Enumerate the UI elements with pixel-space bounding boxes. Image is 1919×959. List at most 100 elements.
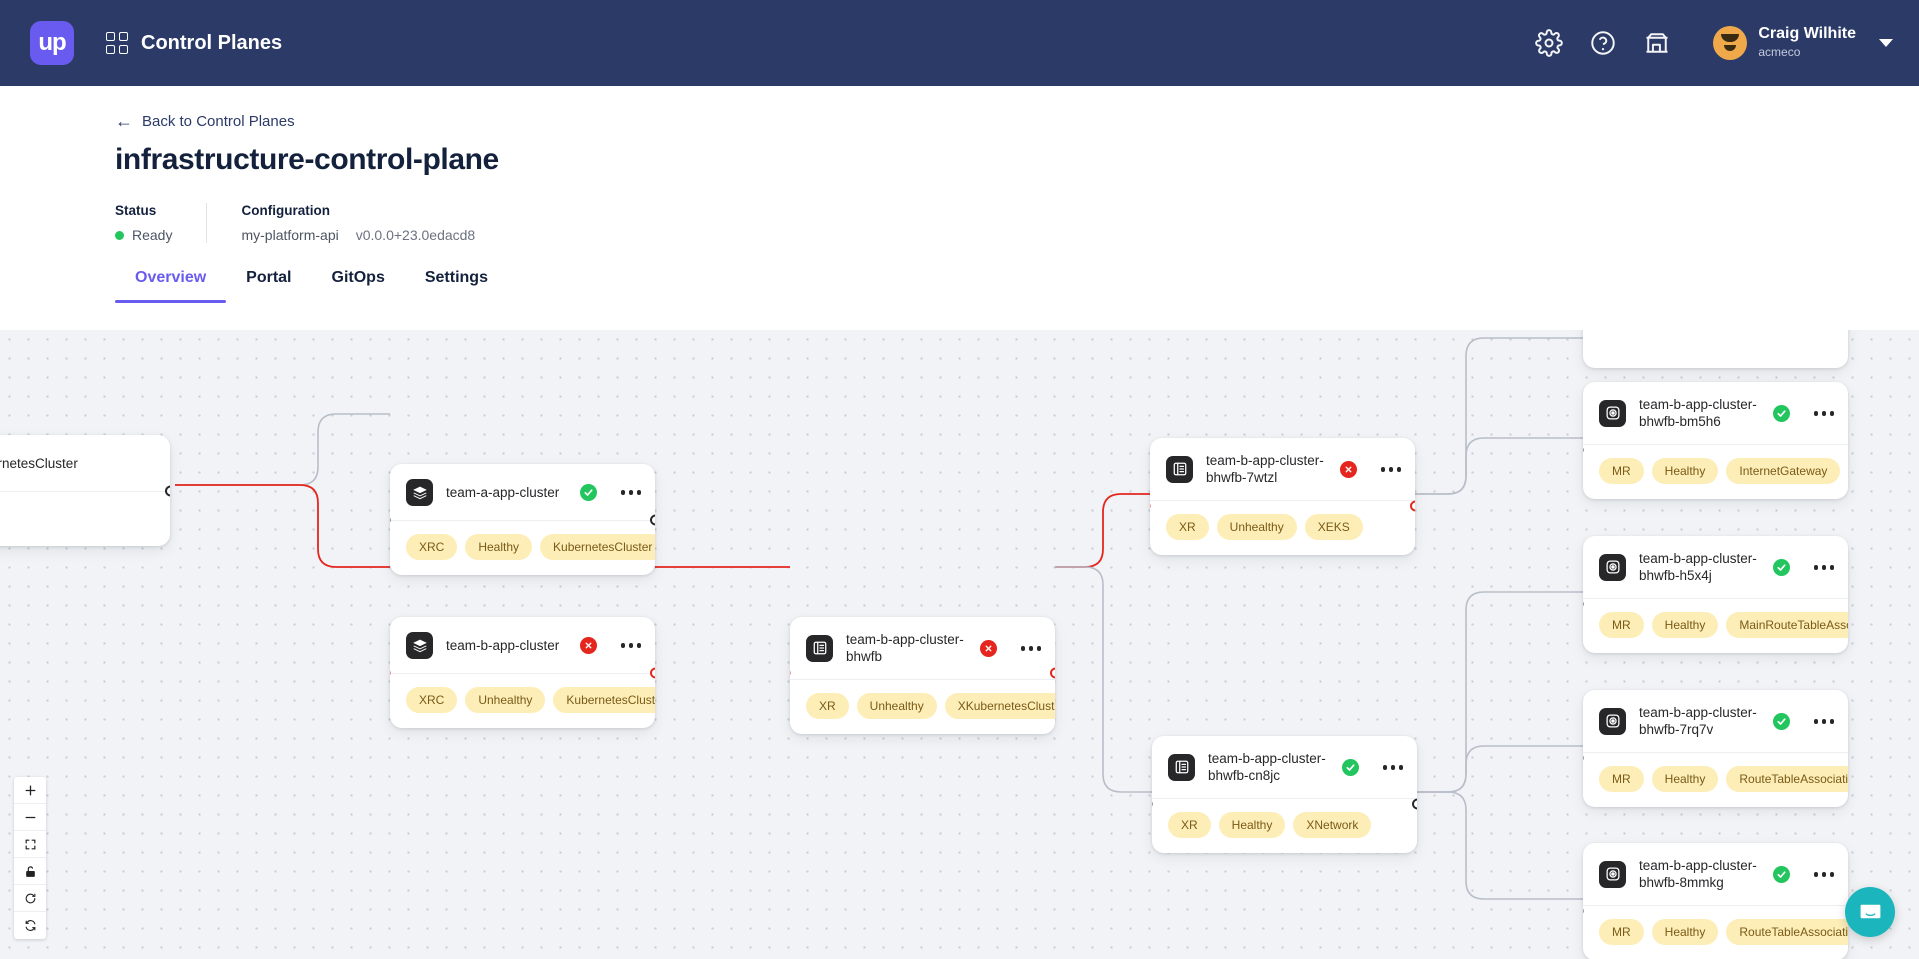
up-logo[interactable]: up bbox=[30, 21, 74, 65]
control-planes-nav[interactable]: Control Planes bbox=[106, 32, 282, 55]
node-label: team-b-app-cluster-bhwfb-8mmkg bbox=[1639, 858, 1757, 891]
node-handle-right[interactable] bbox=[1411, 798, 1417, 810]
refresh-button[interactable] bbox=[14, 885, 46, 912]
node-badges: MR Healthy RouteTableAssociation bbox=[1583, 751, 1848, 807]
status-healthy-icon bbox=[1772, 558, 1790, 576]
badge: KubernetesCluster bbox=[553, 687, 655, 713]
gear-icon[interactable] bbox=[1535, 29, 1564, 57]
help-icon[interactable] bbox=[1589, 29, 1617, 57]
top-navigation-bar: up Control Planes bbox=[0, 0, 1919, 86]
node-more-menu-button[interactable] bbox=[1020, 646, 1041, 651]
fit-view-button[interactable] bbox=[14, 831, 46, 858]
node-more-menu-button[interactable] bbox=[1813, 719, 1834, 724]
zoom-out-button[interactable] bbox=[14, 804, 46, 831]
chevron-down-icon[interactable] bbox=[1879, 38, 1893, 47]
avatar bbox=[1713, 25, 1748, 60]
graph-node-kubernetescluster[interactable]: KubernetesClusterAPI bbox=[0, 435, 170, 546]
back-to-control-planes-link[interactable]: ← Back to Control Planes bbox=[115, 112, 295, 130]
badge: MR bbox=[1599, 457, 1644, 484]
node-more-menu-button[interactable] bbox=[1813, 411, 1834, 416]
tab-gitops[interactable]: GitOps bbox=[331, 269, 385, 286]
configuration-value: my-platform-api v0.0.0+23.0edacd8 bbox=[241, 227, 475, 243]
user-menu[interactable]: Craig Wilhite acmeco bbox=[1713, 25, 1893, 61]
status-value: Ready bbox=[132, 227, 173, 243]
badge: MR bbox=[1599, 918, 1644, 945]
badge: XNetwork bbox=[1293, 811, 1372, 838]
resource-icon bbox=[806, 634, 833, 662]
node-label: team-b-app-cluster-bhwfb-cn8jc bbox=[1208, 751, 1326, 784]
status-block: Status Ready bbox=[115, 203, 206, 243]
tab-portal[interactable]: Portal bbox=[246, 269, 292, 286]
badge: Healthy bbox=[1218, 811, 1286, 838]
status-label: Status bbox=[115, 203, 157, 218]
arrow-left-icon: ← bbox=[115, 111, 133, 131]
tab-bar: Overview Portal GitOps Settings bbox=[0, 269, 1919, 303]
tab-settings[interactable]: Settings bbox=[424, 269, 488, 286]
page-title: infrastructure-control-plane bbox=[115, 143, 499, 176]
badge: KubernetesCluster bbox=[540, 534, 655, 560]
node-label: KubernetesCluster bbox=[0, 455, 78, 471]
node-handle-right[interactable] bbox=[1049, 667, 1055, 679]
lock-button[interactable] bbox=[14, 858, 46, 885]
status-healthy-icon bbox=[1772, 404, 1790, 422]
graph-node-team-b-app-cluster-bhwfb-clipped[interactable] bbox=[1583, 330, 1848, 368]
page-header: ← Back to Control Planes infrastructure-… bbox=[0, 86, 1919, 243]
status-healthy-icon bbox=[1341, 758, 1359, 776]
node-handle-right[interactable] bbox=[164, 485, 170, 497]
node-header: team-b-app-cluster-bhwfb-bm5h6 bbox=[1583, 382, 1848, 444]
layers-icon bbox=[406, 632, 433, 659]
node-badges: MRHealthyMainRouteTableAssociation bbox=[1583, 597, 1848, 653]
configuration-name: my-platform-api bbox=[241, 227, 339, 243]
node-handle-right[interactable] bbox=[649, 667, 655, 679]
node-more-menu-button[interactable] bbox=[1380, 467, 1401, 472]
control-plane-meta: Status Ready Configuration my-platform-a… bbox=[115, 203, 1919, 243]
zoom-in-button[interactable] bbox=[14, 777, 46, 804]
node-handle-right[interactable] bbox=[649, 514, 655, 526]
node-more-menu-button[interactable] bbox=[620, 490, 641, 495]
graph-edges bbox=[175, 337, 1583, 900]
node-header: team-b-app-cluster-bhwfb bbox=[790, 617, 1055, 679]
user-name: Craig Wilhite bbox=[1758, 24, 1856, 42]
status-unhealthy-icon bbox=[979, 639, 997, 657]
target-icon bbox=[1599, 399, 1626, 427]
node-handle-right[interactable] bbox=[1409, 500, 1415, 512]
chat-launcher-button[interactable] bbox=[1845, 887, 1895, 937]
status-unhealthy-icon bbox=[579, 637, 597, 654]
marketplace-icon[interactable] bbox=[1643, 29, 1671, 57]
node-header: team-b-app-cluster bbox=[390, 617, 655, 673]
node-label: team-b-app-cluster bbox=[446, 637, 560, 653]
chat-icon bbox=[1860, 904, 1880, 918]
target-icon bbox=[1599, 553, 1626, 581]
badge: Healthy bbox=[1651, 765, 1719, 792]
badge: RouteTableAssociation bbox=[1726, 765, 1848, 792]
configuration-block: Configuration my-platform-api v0.0.0+23.… bbox=[206, 203, 509, 243]
badge: MR bbox=[1599, 765, 1644, 792]
resource-graph-canvas[interactable]: KubernetesClusterAPIteam-a-app-clusterXR… bbox=[0, 330, 1919, 959]
badge: Healthy bbox=[465, 534, 533, 560]
node-more-menu-button[interactable] bbox=[1813, 565, 1834, 570]
node-label: team-b-app-cluster-bhwfb-7wtzl bbox=[1206, 453, 1324, 486]
badge: Healthy bbox=[1651, 611, 1719, 638]
node-more-menu-button[interactable] bbox=[1813, 872, 1834, 877]
configuration-version: v0.0.0+23.0edacd8 bbox=[355, 227, 476, 243]
resource-icon bbox=[1168, 753, 1195, 781]
status-healthy-icon bbox=[579, 484, 597, 501]
tab-overview[interactable]: Overview bbox=[115, 269, 227, 303]
node-header: team-b-app-cluster-bhwfb-8mmkg bbox=[1583, 843, 1848, 905]
node-more-menu-button[interactable] bbox=[1382, 765, 1403, 770]
node-more-menu-button[interactable] bbox=[620, 643, 641, 648]
node-label: team-b-app-cluster-bhwfb-bm5h6 bbox=[1639, 397, 1757, 430]
layers-icon bbox=[406, 479, 433, 506]
node-badges: API bbox=[0, 491, 170, 546]
sync-button[interactable] bbox=[14, 912, 46, 939]
